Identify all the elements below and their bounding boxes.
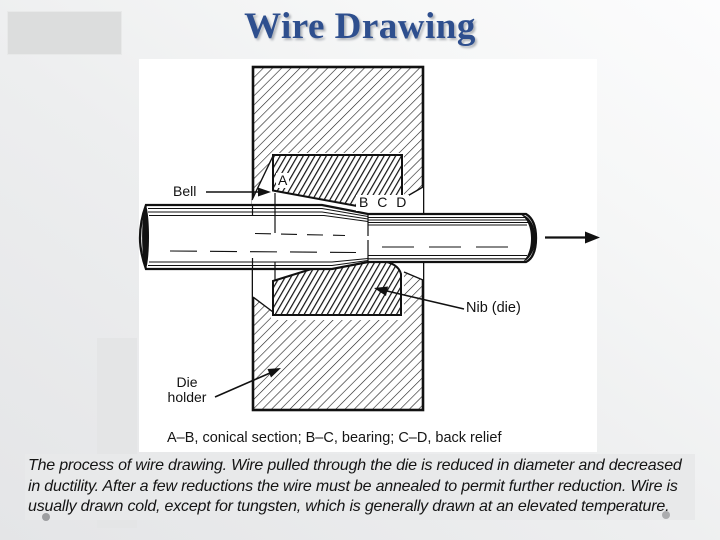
wire-left-cap — [142, 205, 149, 269]
decorative-dot-right — [662, 511, 670, 519]
description-line-2: in ductility. After a few reductions the… — [28, 477, 678, 495]
die-holder-label: Die holder — [167, 374, 207, 405]
decorative-band-bottom — [25, 454, 695, 520]
description-line-3: usually drawn cold, except for tungsten,… — [28, 498, 670, 515]
exit-arrow — [545, 231, 600, 244]
decorative-rectangle — [7, 11, 122, 55]
bell-arrow — [206, 187, 271, 197]
point-a-label: A — [276, 172, 290, 188]
wire-right-cap — [520, 214, 536, 262]
description-text: The process of wire drawing. Wire pulled… — [28, 456, 698, 518]
bell-label: Bell — [173, 183, 197, 199]
decorative-dot-left — [42, 513, 50, 521]
wire — [138, 193, 538, 281]
nib-die-label: Nib (die) — [466, 300, 521, 316]
figure-caption: A–B, conical section; B–C, bearing; C–D,… — [167, 430, 502, 446]
nib-arrow — [374, 286, 465, 310]
page-title: Wire Drawing — [244, 6, 476, 47]
die-holder-arrow — [214, 368, 281, 398]
description-line-1: The process of wire drawing. Wire pulled… — [28, 457, 682, 474]
points-bcd-label: B C D — [356, 195, 410, 211]
